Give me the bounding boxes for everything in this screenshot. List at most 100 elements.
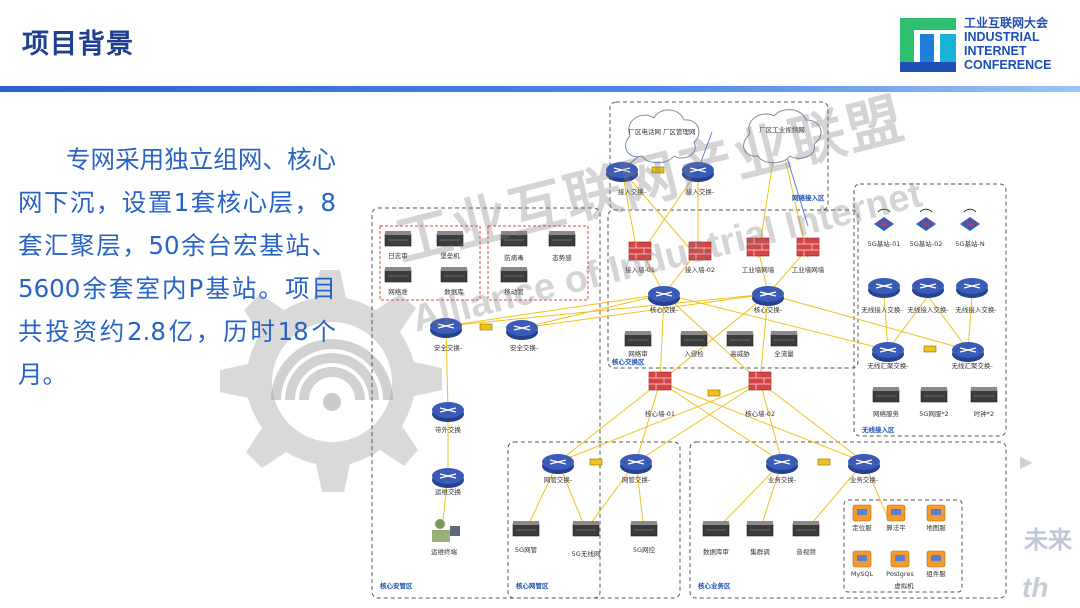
switch-icon xyxy=(648,286,680,306)
security-device-label-4: 数据库 xyxy=(444,287,464,296)
firewall-icon xyxy=(688,241,712,261)
server-icon xyxy=(702,521,730,537)
firewall-label-1: 接入墙-01 xyxy=(625,265,655,274)
zone-wireless xyxy=(853,183,1007,437)
zone-label-wireless: 无线接入区 xyxy=(861,425,895,434)
vm-app-icon xyxy=(926,504,946,522)
security-group-2 xyxy=(487,225,589,301)
zone-label-security: 核心安管区 xyxy=(380,581,413,590)
biz-server-label-3: 音视频 xyxy=(796,547,816,556)
switch-icon xyxy=(542,454,574,474)
security-switch-label-4: 运维交换 xyxy=(435,487,462,496)
mgmt-server-label-1: 5G网管 xyxy=(515,545,538,554)
top-switch-label-2: 接入交换- xyxy=(686,187,715,196)
server-icon xyxy=(440,267,468,283)
switch-icon xyxy=(912,278,944,298)
cloud-icon-1 xyxy=(625,109,700,164)
zone-vm xyxy=(843,499,963,593)
switch-icon xyxy=(752,286,784,306)
cloud-label-1: 厂区电话网 厂区管理网 xyxy=(628,127,695,136)
switch-icon xyxy=(606,162,638,182)
switch-icon xyxy=(430,318,462,338)
server-icon xyxy=(970,387,998,403)
zone-network-mgmt xyxy=(507,441,681,599)
vm-item-label-1: 定位服 xyxy=(852,523,872,532)
core-wall-label-1: 核心墙-01 xyxy=(645,409,675,418)
base-station-icon: 5G xyxy=(960,208,980,231)
server-icon xyxy=(500,231,528,247)
server-icon xyxy=(630,521,658,537)
center-device-label-3: 高威胁 xyxy=(730,349,750,358)
server-icon xyxy=(624,331,652,347)
header-divider-bar xyxy=(0,86,1080,92)
zone-label-center: 核心交换区 xyxy=(612,357,645,366)
cloud-label-2: 厂区工业视频网 xyxy=(759,125,805,134)
security-group-1 xyxy=(379,225,481,301)
server-icon xyxy=(920,387,948,403)
server-icon xyxy=(572,521,600,537)
switch-icon xyxy=(432,402,464,422)
biz-server-label-2: 集群调 xyxy=(750,547,770,556)
security-device-label-7: 移动管 xyxy=(504,287,524,296)
biz-server-label-1: 数据库审 xyxy=(703,547,729,556)
switch-icon xyxy=(848,454,880,474)
server-icon xyxy=(500,267,528,283)
vm-app-icon xyxy=(926,550,946,568)
vm-item-label-5: Postgres xyxy=(886,570,914,578)
server-icon xyxy=(512,521,540,537)
slide-header: 项目背景 工业互联网大会 INDUSTRIAL INTERNET CONFERE… xyxy=(0,0,1080,86)
security-device-label-2: 堡垒机 xyxy=(440,251,460,260)
wireless-agg-label-1: 无线汇聚交换- xyxy=(867,361,909,370)
vm-app-icon xyxy=(852,550,872,568)
core-switch-label-1: 核心交换- xyxy=(650,305,679,314)
base-station-icon: 5G xyxy=(874,208,894,231)
conference-logo-icon xyxy=(900,18,956,72)
vm-app-icon xyxy=(852,504,872,522)
switch-icon xyxy=(506,320,538,340)
vm-item-label-3: 地图服 xyxy=(926,523,946,532)
switch-icon xyxy=(682,162,714,182)
vm-item-label-6: 组件服 xyxy=(926,569,946,578)
zone-security xyxy=(371,207,601,599)
server-icon xyxy=(680,331,708,347)
vm-app-icon xyxy=(890,550,910,568)
conference-logo: 工业互联网大会 INDUSTRIAL INTERNET CONFERENCE xyxy=(900,14,1070,76)
firewall-icon xyxy=(796,237,820,257)
server-icon xyxy=(770,331,798,347)
operator-terminal-icon xyxy=(432,519,460,542)
wireless-switch-label-2: 无线接入交换- xyxy=(907,305,949,314)
firewall-label-4: 工业墙网墙 xyxy=(792,265,825,274)
svg-text:5G: 5G xyxy=(922,222,930,228)
edge-fragment-en: th xyxy=(1022,572,1049,603)
vm-label: 虚拟机 xyxy=(894,581,914,590)
zone-label-business: 核心业务区 xyxy=(698,581,731,590)
mgmt-server-label-2: 5G无线网 xyxy=(572,549,601,558)
center-device-label-4: 全流量 xyxy=(774,349,794,358)
page-title: 项目背景 xyxy=(22,29,134,60)
logo-text-cn: 工业互联网大会 xyxy=(964,16,1049,30)
vm-item-label-2: 算法平 xyxy=(886,523,906,532)
wireless-switch-label-3: 无线接入交换- xyxy=(955,305,997,314)
next-slide-arrow-icon: ▶ xyxy=(1020,452,1033,471)
svg-text:5G: 5G xyxy=(880,222,888,228)
firewall-icon xyxy=(648,371,672,391)
biz-switch-label-2: 业务交换- xyxy=(850,475,879,484)
security-device-label-3: 网络准 xyxy=(388,287,408,296)
center-device-label-2: 入侵检 xyxy=(684,349,704,358)
server-icon xyxy=(872,387,900,403)
switch-icon xyxy=(432,468,464,488)
zone-center xyxy=(607,209,859,369)
security-switch-label-1: 安全交换- xyxy=(434,343,463,352)
firewall-icon xyxy=(748,371,772,391)
server-icon xyxy=(436,231,464,247)
security-switch-label-2: 安全交换- xyxy=(510,343,539,352)
switch-icon xyxy=(956,278,988,298)
logo-text-en-3: CONFERENCE xyxy=(964,58,1052,72)
server-icon xyxy=(726,331,754,347)
biz-switch-label-1: 业务交换- xyxy=(768,475,797,484)
mgmt-server-label-3: 5G网控 xyxy=(633,545,656,554)
core-wall-label-2: 核心墙-02 xyxy=(745,409,775,418)
vm-app-icon xyxy=(886,504,906,522)
server-icon xyxy=(792,521,820,537)
firewall-label-3: 工业墙网墙 xyxy=(742,265,775,274)
